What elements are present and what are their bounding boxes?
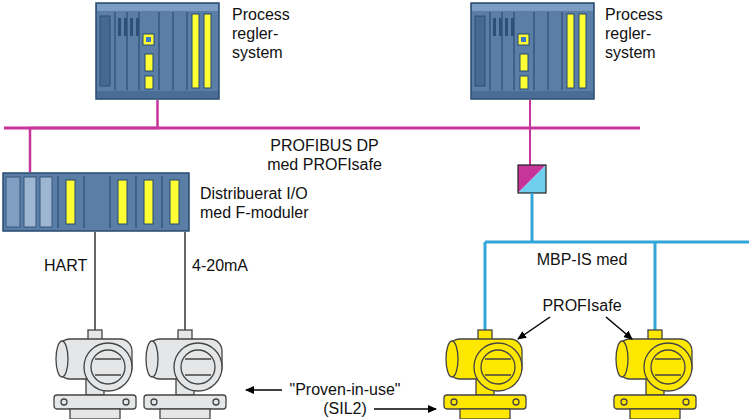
bus-connector <box>30 100 158 172</box>
bus-label: MBP-IS med <box>522 250 642 269</box>
bus-label: PROFIBUS DP med PROFIsafe <box>262 136 387 174</box>
transmitter <box>54 330 136 419</box>
bus-drop <box>529 100 531 165</box>
control-system: Process regler- system <box>470 2 595 100</box>
comparison-arrow <box>246 389 282 391</box>
signal-label: 4-20mA <box>192 256 262 275</box>
transmitter <box>614 330 696 419</box>
leader-arrow <box>518 317 550 339</box>
mbp-is-line <box>485 193 749 330</box>
transmitter <box>144 330 226 419</box>
node-label: Process regler- system <box>605 5 683 62</box>
transmitter <box>444 330 526 419</box>
coupler <box>518 165 546 193</box>
signal-wire <box>95 232 185 330</box>
leader-arrow <box>606 317 632 339</box>
note: "Proven-in-use" (SIL2) <box>284 380 406 418</box>
node-label: Distribuerat I/O med F-moduler <box>200 184 340 222</box>
signal-label: HART <box>44 256 94 275</box>
comparison-arrow <box>374 408 436 410</box>
bus-label: PROFIsafe <box>522 296 642 315</box>
control-system: Process regler- system <box>95 2 220 100</box>
node-label: Process regler- system <box>232 5 310 62</box>
distributed-io: Distribuerat I/O med F-moduler <box>2 172 190 232</box>
